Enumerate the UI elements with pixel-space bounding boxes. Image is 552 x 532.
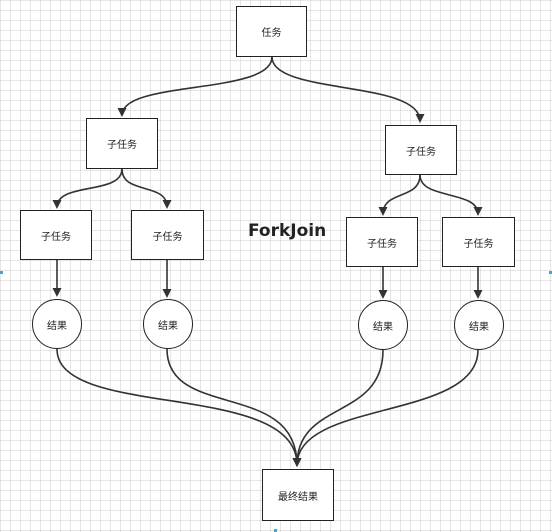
edge-result-2-to-final [166,348,302,467]
node-result-4[interactable]: 结果 [454,300,504,350]
edge-subtask-right-to-subtask-3 [378,174,421,216]
edge-root-to-subtask-right [271,56,425,123]
node-result-2-label: 结果 [158,320,178,332]
node-task-root-label: 任务 [261,28,282,39]
node-subtask-3[interactable]: 子任务 [346,217,418,267]
node-subtask-2-label: 子任务 [152,231,183,243]
diagram-title: ForkJoin [248,221,327,241]
edge-result-4-to-final [292,349,479,467]
node-subtask-4-label: 子任务 [463,238,494,250]
node-subtask-right-label: 子任务 [406,146,436,158]
node-result-3[interactable]: 结果 [358,300,408,350]
canvas-edge-marker-left [0,271,3,274]
node-final-result-label: 最终结果 [278,491,318,503]
node-task-root[interactable]: 任务 [236,6,307,57]
node-result-1[interactable]: 结果 [32,299,82,349]
node-subtask-2[interactable]: 子任务 [131,210,204,260]
node-subtask-1-label: 子任务 [41,231,71,243]
node-subtask-4[interactable]: 子任务 [442,217,515,267]
canvas-edge-marker-right [549,271,552,274]
node-subtask-1[interactable]: 子任务 [20,210,92,260]
edge-root-to-subtask-left [117,56,273,117]
node-subtask-3-label: 子任务 [367,238,397,250]
edge-result-3-to-final [292,349,384,467]
edge-result-1-to-final [56,348,302,467]
node-subtask-right[interactable]: 子任务 [385,125,457,175]
edge-subtask-left-to-subtask-2 [121,168,172,209]
edge-subtask-left-to-subtask-1 [52,168,123,209]
node-result-2[interactable]: 结果 [143,299,193,349]
node-subtask-left-label: 子任务 [107,140,137,151]
node-final-result[interactable]: 最终结果 [262,469,334,521]
node-result-3-label: 结果 [373,321,393,333]
canvas-edge-marker-bottom [274,529,277,532]
node-subtask-left[interactable]: 子任务 [86,118,158,169]
node-result-4-label: 结果 [469,321,489,333]
edge-subtask-right-to-subtask-4 [419,174,483,216]
node-result-1-label: 结果 [47,320,67,332]
